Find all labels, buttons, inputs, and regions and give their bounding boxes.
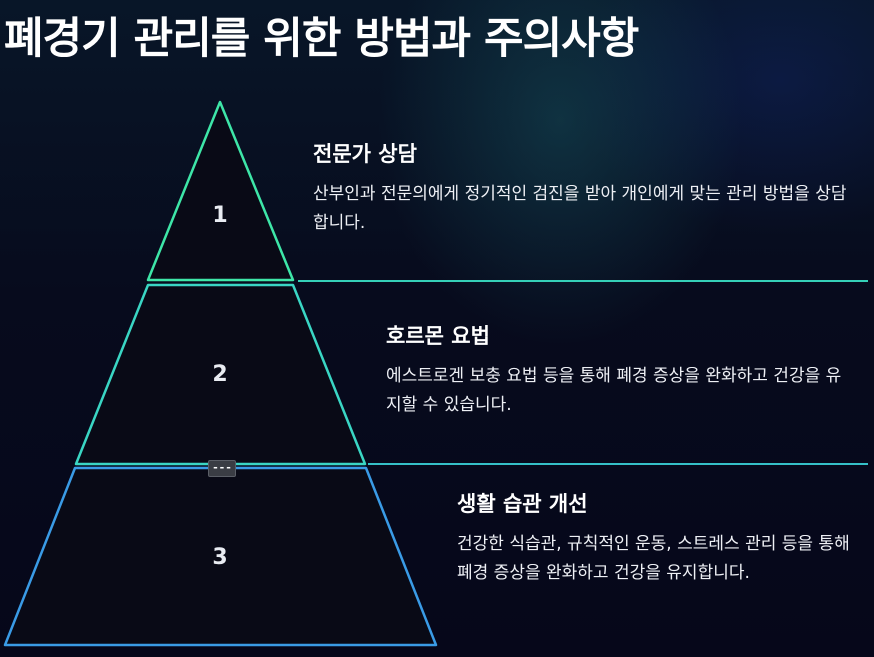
tier-number-1: 1 (212, 203, 227, 228)
tier-1-text: 산부인과 전문의에게 정기적인 검진을 받아 개인에게 맞는 관리 방법을 상담… (313, 184, 847, 233)
divider-line-1 (298, 280, 868, 282)
tier-3-text: 건강한 식습관, 규칙적인 운동, 스트레스 관리 등을 통해 폐경 증상을 완… (457, 534, 850, 583)
tier-1-heading: 전문가 상담 (313, 142, 417, 166)
pyramid-tier-3[interactable] (3, 466, 438, 647)
divider-line-2 (368, 463, 868, 465)
tier-3-description: 생활 습관 개선 건강한 식습관, 규칙적인 운동, 스트레스 관리 등을 통해… (457, 488, 857, 588)
tier-2-description: 호르몬 요법 에스트로겐 보충 요법 등을 통해 폐경 증상을 완화하고 건강을… (386, 320, 848, 420)
pyramid-tier-2[interactable] (74, 283, 367, 466)
pyramid-tier-1[interactable] (146, 100, 295, 282)
tier-number-3: 3 (212, 545, 227, 570)
tier-number-2: 2 (212, 362, 227, 387)
page-title: 폐경기 관리를 위한 방법과 주의사항 (4, 14, 639, 64)
tier-2-heading: 호르몬 요법 (386, 324, 490, 348)
resize-handle-badge[interactable]: --- (208, 460, 236, 477)
tier-1-description: 전문가 상담 산부인과 전문의에게 정기적인 검진을 받아 개인에게 맞는 관리… (313, 138, 858, 238)
tier-2-text: 에스트로겐 보충 요법 등을 통해 폐경 증상을 완화하고 건강을 유지할 수 … (386, 366, 842, 415)
tier-3-heading: 생활 습관 개선 (457, 492, 588, 516)
